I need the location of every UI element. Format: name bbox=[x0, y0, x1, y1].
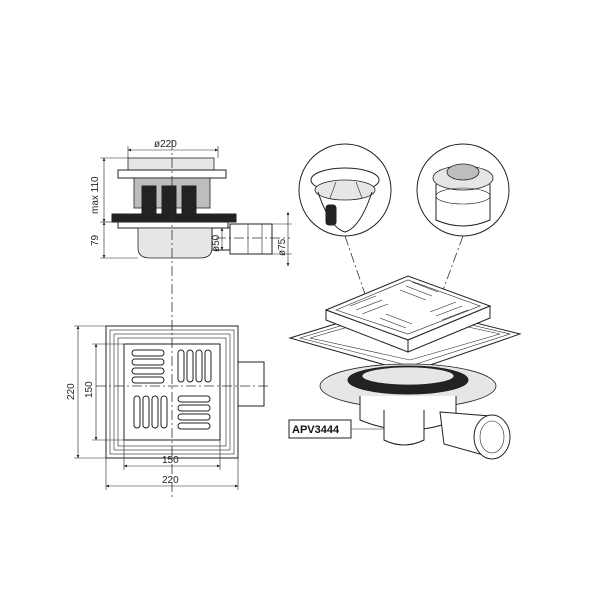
dim-plan-width: 220 bbox=[162, 475, 179, 486]
dim-outlet-inner: ø50 bbox=[211, 234, 222, 252]
dim-plan-height: 220 bbox=[66, 383, 77, 400]
side-elevation-view: ø220 max 110 79 ø50 ø75 bbox=[90, 139, 292, 500]
dim-top-diameter: ø220 bbox=[154, 139, 177, 150]
dim-grate-width: 150 bbox=[162, 455, 179, 466]
dim-grate-height: 150 bbox=[84, 381, 95, 398]
detail-circle-left bbox=[298, 143, 392, 237]
detail-circle-right bbox=[416, 143, 510, 237]
model-callout: APV3444 bbox=[288, 419, 384, 439]
model-label: APV3444 bbox=[292, 424, 340, 436]
dim-side-height: 79 bbox=[90, 234, 101, 246]
plan-view: 220 150 150 220 bbox=[66, 325, 270, 490]
dim-max-height: max 110 bbox=[90, 176, 101, 214]
isometric-view bbox=[288, 275, 522, 460]
iso-grate-slots bbox=[349, 281, 469, 329]
grate-slots bbox=[131, 349, 212, 430]
dim-outlet-outer: ø75 bbox=[277, 238, 288, 256]
